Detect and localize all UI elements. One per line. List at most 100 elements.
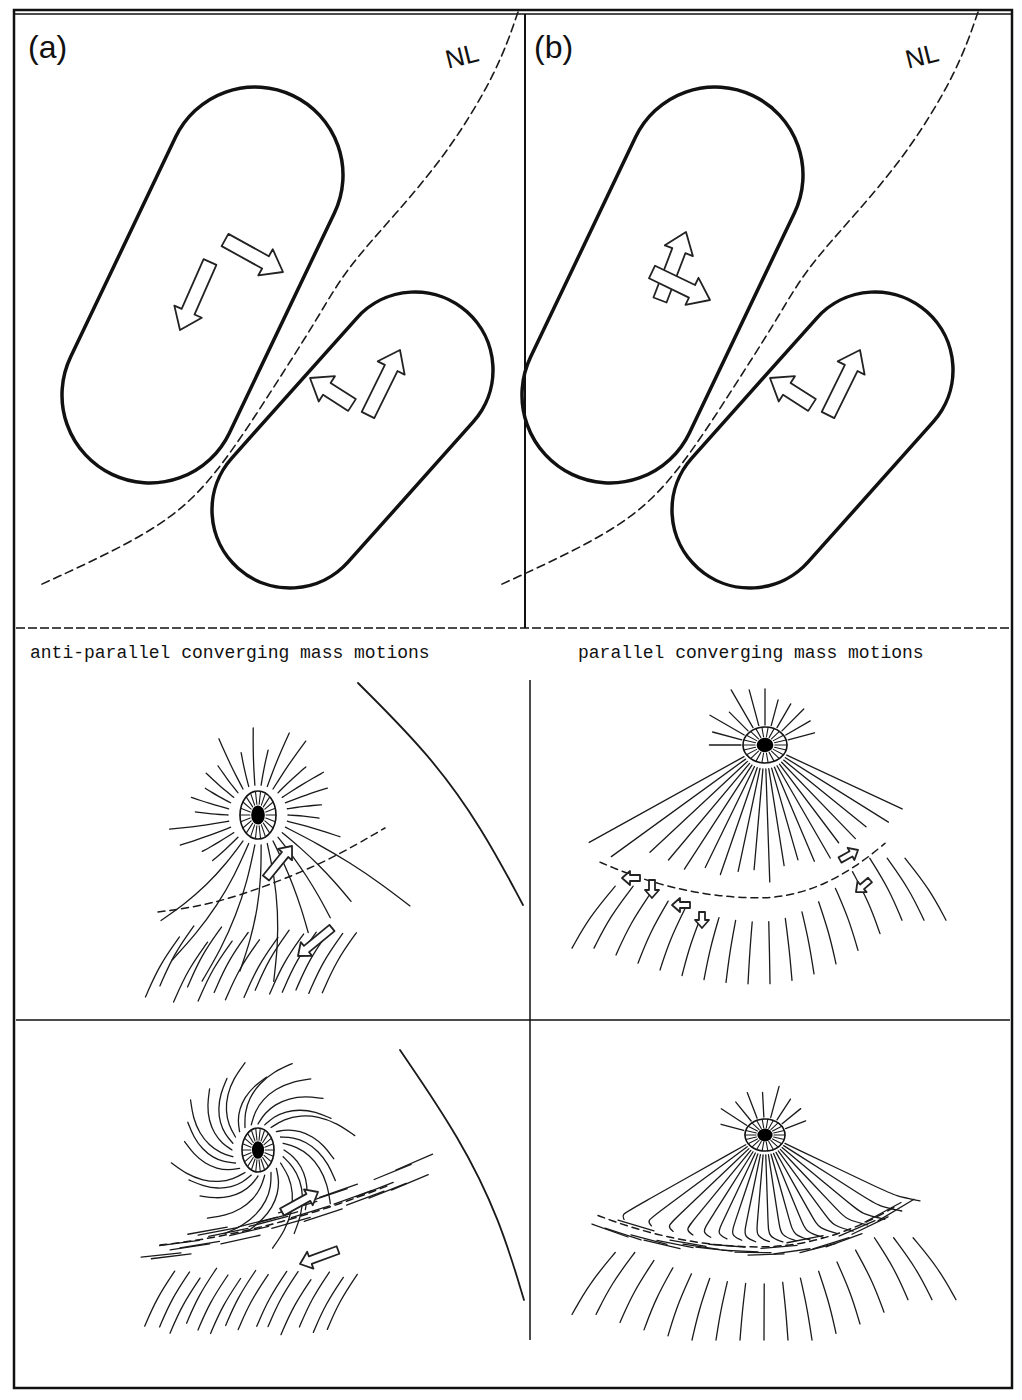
fibril [777,766,830,858]
fibril [785,758,888,822]
penumbral-filament [259,826,260,839]
fibril [327,1274,357,1329]
fibril [396,1154,433,1170]
fibril [688,1150,751,1235]
fibril [205,788,230,803]
fibril [160,1272,190,1327]
fibril [669,1149,748,1232]
umbra [757,1129,772,1142]
fibril [320,1184,358,1197]
motion-arrow [218,227,290,285]
fibril [733,1154,758,1240]
fibril [738,768,760,871]
fibril [374,1164,411,1179]
fibril [720,768,757,875]
penumbral-filament [743,744,755,745]
fibril [800,1278,812,1340]
fibril [198,1275,228,1330]
fibril [218,766,238,793]
fibril [835,888,858,950]
sheared-fibril [735,1252,771,1254]
motion-arrow [645,880,659,898]
penumbral-filament [769,752,774,761]
penumbral-filament [751,731,759,738]
fibril [747,1093,757,1119]
penumbral-filament [256,1160,257,1172]
fibril [748,922,752,984]
fibril [225,940,259,1000]
fibril [721,1124,744,1130]
fibril [161,841,243,921]
fibril [736,1102,751,1121]
fibril [287,821,340,836]
penumbral-filament [771,751,779,758]
fibril [267,733,289,786]
fibril [783,1282,788,1340]
panel-divider [16,1019,1010,1021]
neutral-line [600,843,885,898]
fibril [287,805,321,809]
fibril [241,753,249,787]
penumbral-filament [265,802,273,809]
motion-arrow [672,898,690,912]
panel-label: (a) [28,30,67,65]
neutral-line [598,1205,898,1247]
penumbral-filament [251,825,255,837]
fibril [171,1163,245,1182]
neutral-line-label: NL [903,38,942,74]
penumbral-filament [757,1120,762,1128]
penumbral-filament [251,1130,255,1141]
polarity-region [180,260,525,620]
fibril [170,821,229,829]
fibril [785,918,792,980]
fibril [650,761,747,852]
sheared-fibril [618,1220,654,1231]
fibril [271,1116,355,1136]
fibril [740,1284,746,1340]
penumbral-filament [766,1142,768,1151]
fibril [771,1086,779,1117]
penumbral-filament [774,1130,785,1132]
panel-caption: anti-parallel converging mass motions [30,644,430,664]
penumbral-filament [266,808,275,812]
motion-arrow [297,1242,341,1273]
penumbral-filament [769,1142,774,1150]
fibril [763,1284,765,1340]
fibril [644,1268,673,1330]
fibril [238,1275,268,1330]
fibril [771,1154,810,1240]
fibril [285,788,327,803]
fibril [837,1262,860,1324]
penumbral-filament [762,1119,764,1128]
penumbral-filament [243,1144,251,1147]
motion-arrow [278,1184,323,1220]
penumbral-filament [240,814,250,815]
polarity-region [493,58,833,513]
penumbral-filament [746,1137,757,1139]
penumbral-filament [773,735,783,740]
fibril [151,1254,191,1259]
fibril [594,886,633,948]
fibril [623,1145,746,1220]
fibril [856,1250,884,1312]
section-divider [16,627,1010,629]
penumbral-filament [766,753,768,763]
neutral-line [500,12,978,585]
penumbral-filament [748,1139,757,1144]
penumbra [745,1119,785,1151]
neutral-line [160,1186,387,1245]
fibril [769,769,784,866]
penumbral-filament [251,793,255,805]
penumbra [242,1128,274,1172]
fibril [288,815,319,818]
fibril [887,858,924,920]
motion-arrow [851,875,874,898]
fibril [713,732,742,740]
fibril [769,922,770,984]
penumbral-filament [762,753,764,763]
fibril [768,1155,796,1241]
penumbral-filament [243,1153,251,1156]
fibril [226,1271,256,1326]
sheared-fibril [878,1199,914,1221]
fibril [764,689,765,725]
